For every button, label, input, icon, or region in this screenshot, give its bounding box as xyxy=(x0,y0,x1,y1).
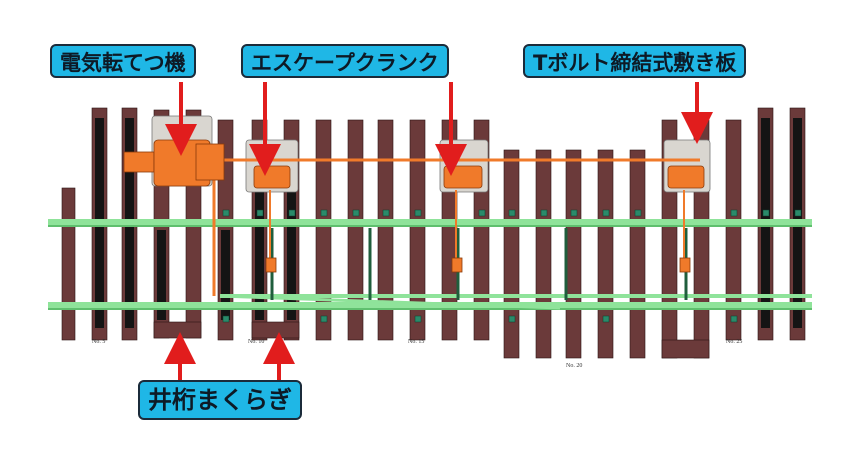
tie-plates xyxy=(151,115,711,193)
tie-number-15: No. 15 xyxy=(408,339,424,345)
label-escape-crank: エスケープクランク xyxy=(241,44,449,78)
point-machine-body xyxy=(123,139,225,187)
label-t-bolt-plate: Tボルト締結式敷き板 xyxy=(523,44,747,78)
tie-number-20: No. 20 xyxy=(566,363,582,369)
tie-number-25: No. 25 xyxy=(726,339,742,345)
label-point-machine: 電気転てつ機 xyxy=(50,44,196,78)
callout-arrows xyxy=(164,82,713,380)
tie-number-5: No. 5 xyxy=(92,339,105,345)
label-lattice-sleeper: 井桁まくらぎ xyxy=(138,380,302,420)
lattice-sleeper-frames xyxy=(153,321,710,359)
tie-numbers: No. 5 No. 10 No. 15 No. 20 No. 25 xyxy=(92,339,742,369)
tie-number-10: No. 10 xyxy=(248,339,264,345)
